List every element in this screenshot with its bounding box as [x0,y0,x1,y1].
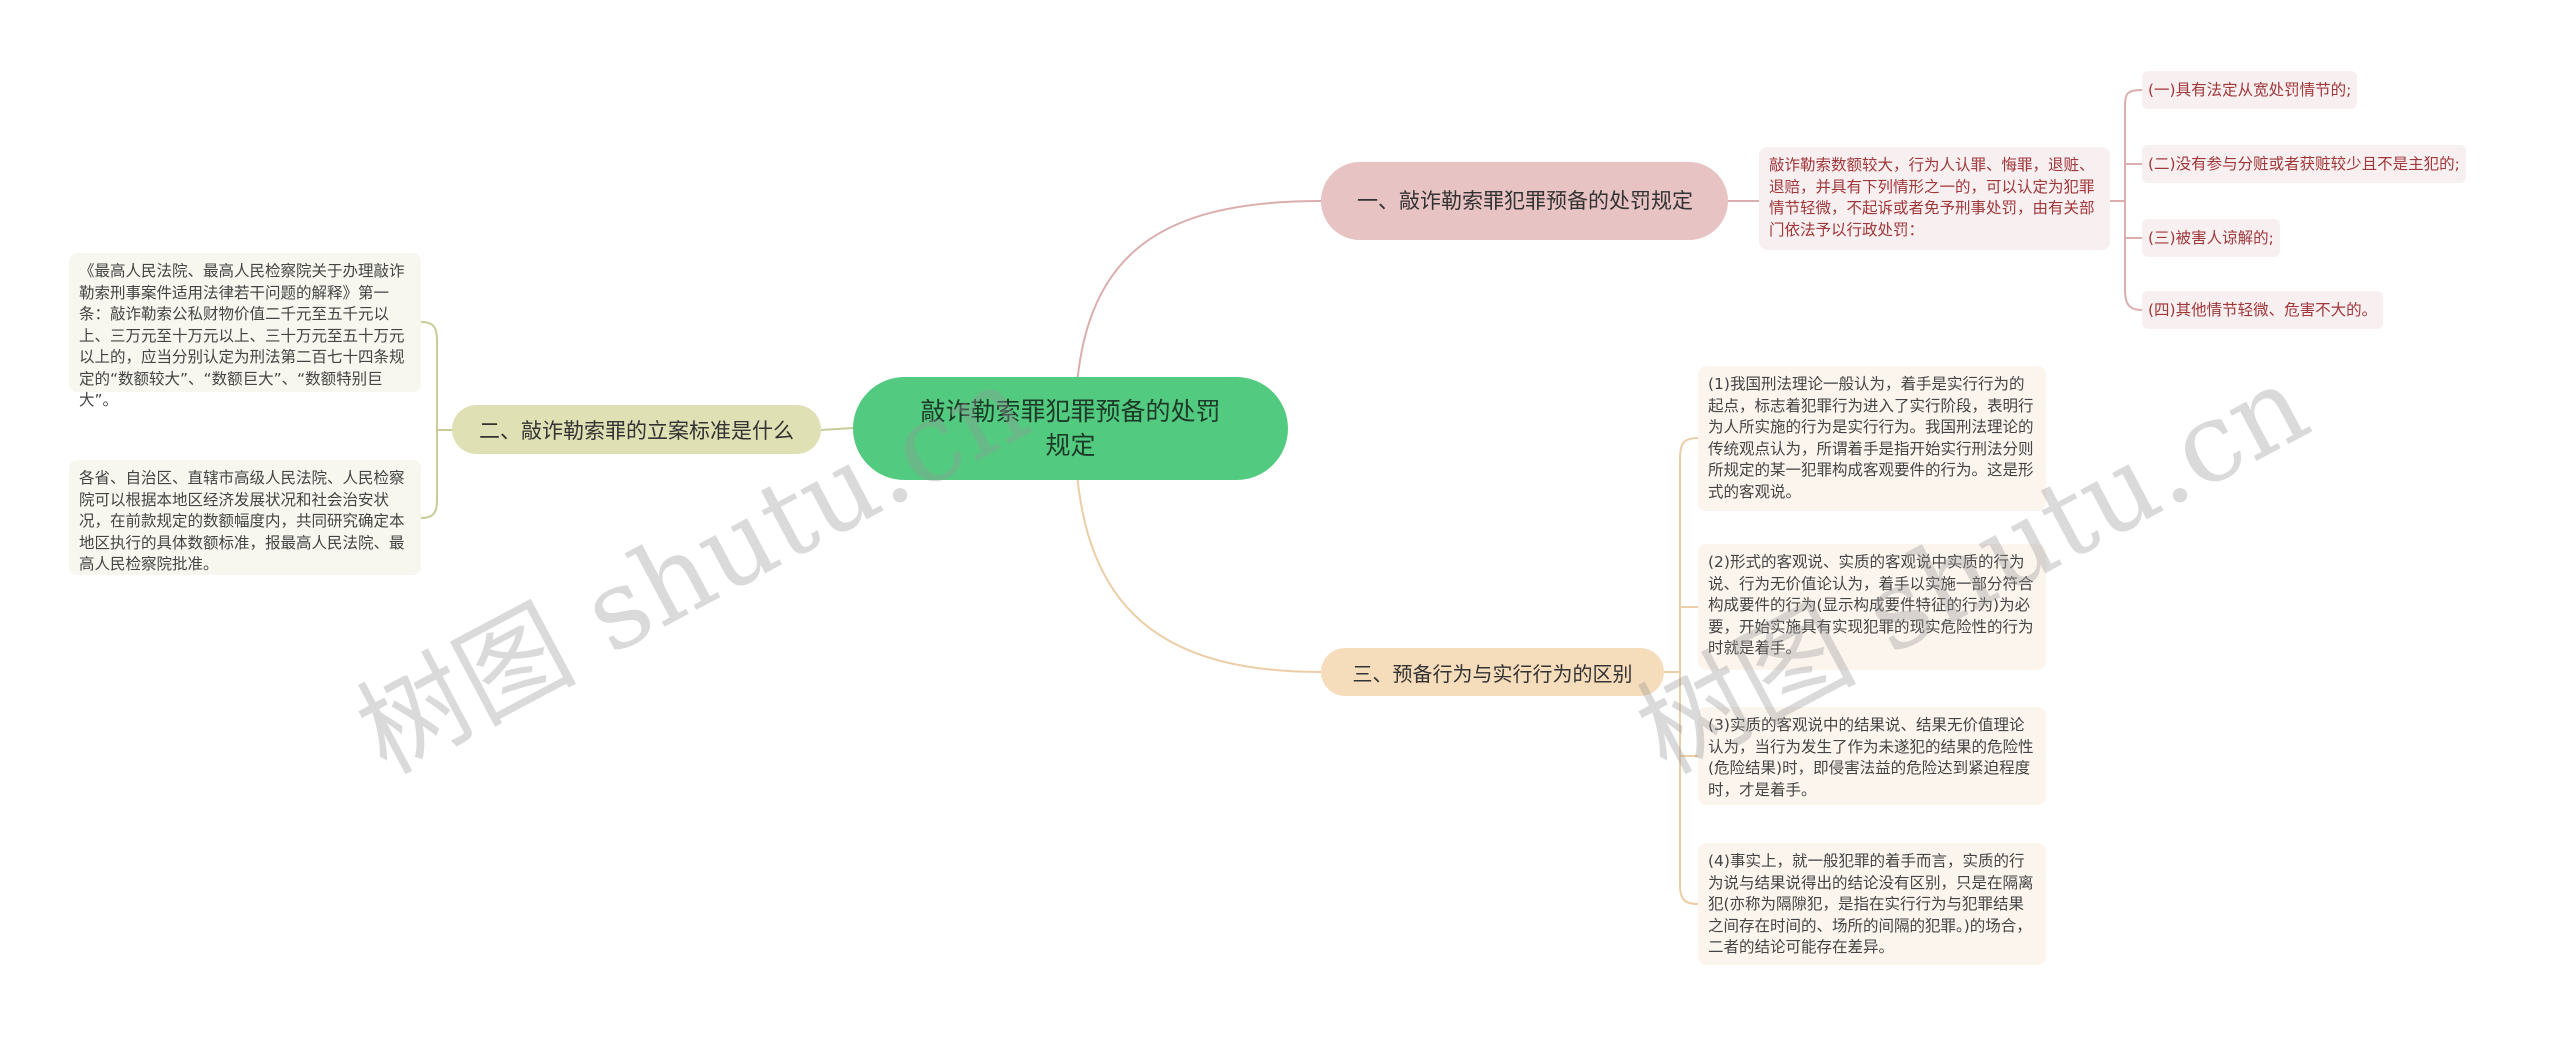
leaf-item[interactable]: (一)具有法定从宽处罚情节的; [2142,71,2358,109]
filing-standard-item[interactable]: 《最高人民法院、最高人民检察院关于办理敲诈勒索刑事案件适用法律若干问题的解释》第… [69,253,421,409]
connector-center-branch3 [1074,427,1322,673]
branch-label: 三、预备行为与实行行为的区别 [1352,661,1633,686]
difference-item[interactable]: (2)形式的客观说、实质的客观说中实质的行为说、行为无价值论认为，着手以实施一部… [1698,544,2046,670]
connector-branch3-boxes [1664,437,1699,905]
central-topic[interactable]: 敲诈勒索罪犯罪预备的处罚规定 [853,377,1288,480]
difference-item[interactable]: (3)实质的客观说中的结果说、结果无价值理论认为，当行为发生了作为未遂犯的结果的… [1698,707,2046,805]
branch-label: 二、敲诈勒索罪的立案标准是什么 [479,418,794,443]
connector-center-branch2 [820,427,854,431]
branch-penalty-rules[interactable]: 一、敲诈勒索罪犯罪预备的处罚规定 [1321,162,1728,240]
leaf-item[interactable]: (二)没有参与分赃或者获赃较少且不是主犯的; [2142,145,2466,183]
branch-preparation-vs-execution[interactable]: 三、预备行为与实行行为的区别 [1321,648,1664,696]
filing-standard-item[interactable]: 各省、自治区、直辖市高级人民法院、人民检察院可以根据本地区经济发展状况和社会治安… [69,460,421,575]
branch-filing-standard[interactable]: 二、敲诈勒索罪的立案标准是什么 [452,405,821,454]
penalty-description[interactable]: 敲诈勒索数额较大，行为人认罪、悔罪，退赃、退赔，并具有下列情形之一的，可以认定为… [1759,147,2110,250]
branch-label: 一、敲诈勒索罪犯罪预备的处罚规定 [1357,189,1693,213]
connector-center-branch1 [1074,200,1322,429]
central-topic-label: 敲诈勒索罪犯罪预备的处罚规定 [920,396,1221,460]
connector-branch2-boxes [420,321,452,519]
difference-item[interactable]: (4)事实上，就一般犯罪的着手而言，实质的行为说与结果说得出的结论没有区别，只是… [1698,843,2046,965]
connector-desc-leaves [2110,89,2143,311]
leaf-item[interactable]: (四)其他情节轻微、危害不大的。 [2142,291,2384,329]
leaf-item[interactable]: (三)被害人谅解的; [2142,219,2280,257]
difference-item[interactable]: (1)我国刑法理论一般认为，着手是实行行为的起点，标志着犯罪行为进入了实行阶段，… [1698,366,2046,511]
